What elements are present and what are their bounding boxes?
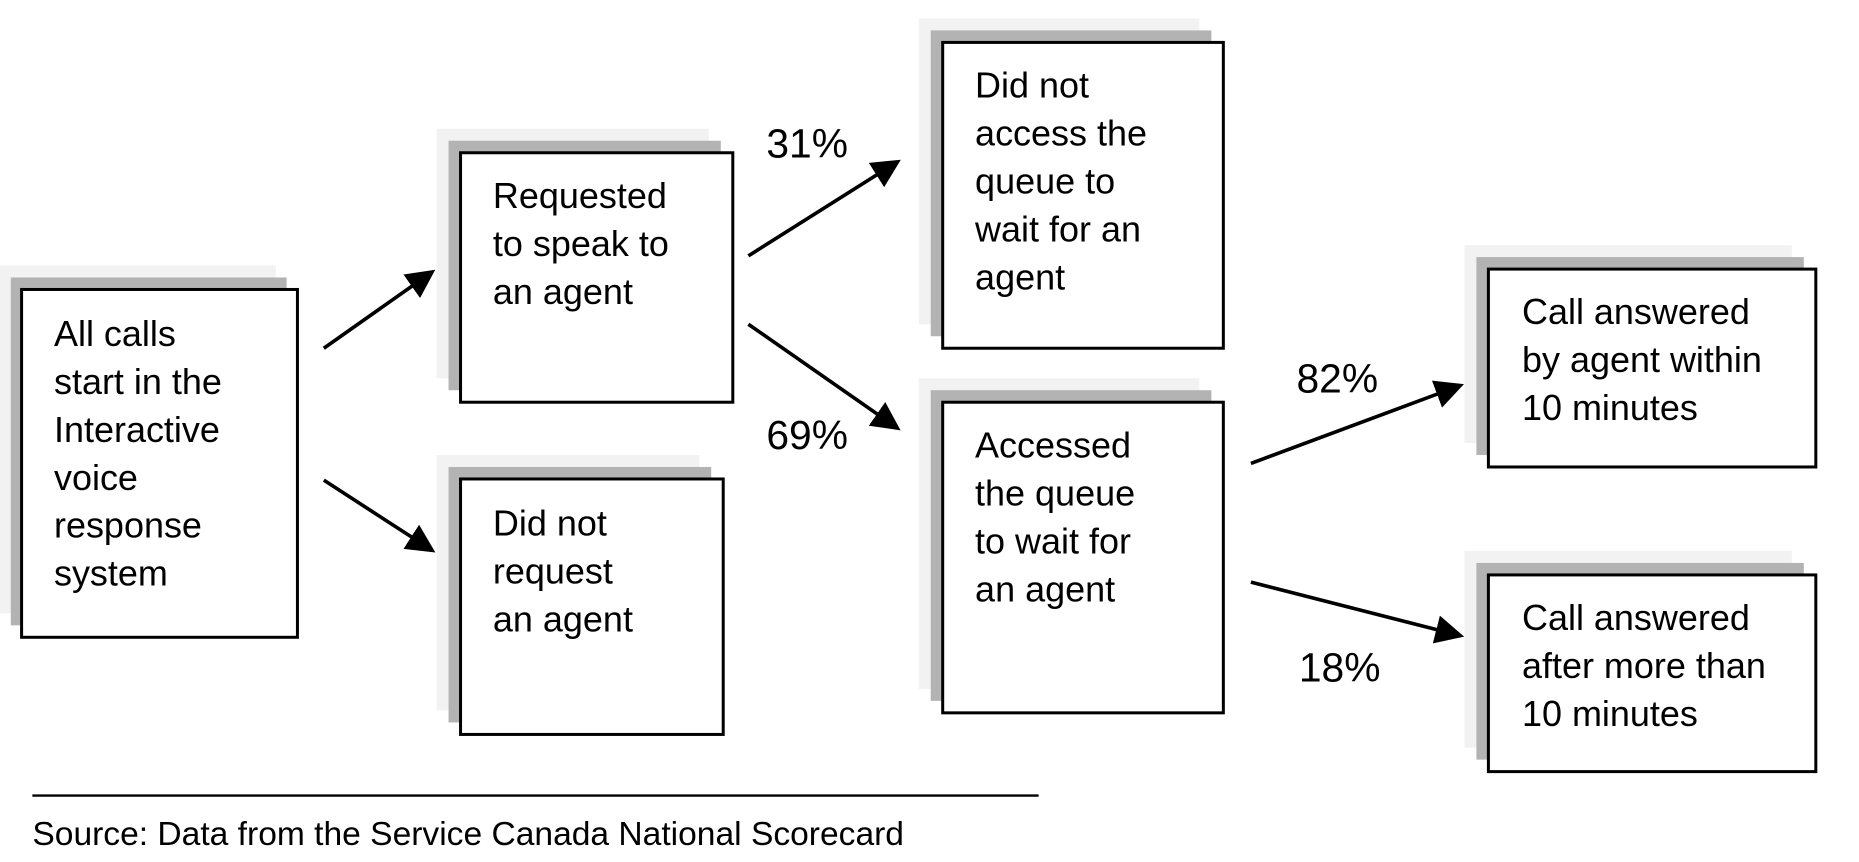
arrow-to-not-requested [322,478,436,553]
arrow-to-accessed [747,322,901,431]
arrow-to-after-10 [1250,580,1465,644]
box-requested-text: Requested to speak to an agent [493,175,679,312]
percent-within-10: 82% [1297,356,1379,402]
box-after-10-text: Call answered after more than 10 minutes [1522,597,1776,734]
percent-not-accessed: 31% [766,121,848,167]
arrow-to-within-10 [1250,380,1464,466]
box-accessed: Accessed the queue to wait for an agent [918,378,1225,715]
box-start: All calls start in the Interactive voice… [0,265,299,639]
percent-after-10: 18% [1299,645,1381,691]
box-start-text: All calls start in the Interactive voice… [54,313,232,594]
arrow-to-not-accessed [747,159,901,258]
box-accessed-text: Accessed the queue to wait for an agent [975,424,1145,609]
source-note: Source: Data from the Service Canada Nat… [32,816,904,853]
box-within-10: Call answered by agent within 10 minutes [1464,245,1818,469]
box-not-requested-text: Did not request an agent [493,502,633,639]
box-within-10-text: Call answered by agent within 10 minutes [1522,291,1772,428]
arrow-to-requested [322,269,436,350]
box-not-accessed: Did not access the queue to wait for an … [918,18,1225,350]
box-after-10: Call answered after more than 10 minutes [1464,550,1818,774]
box-requested: Requested to speak to an agent [436,128,735,404]
percent-accessed: 69% [766,412,848,458]
box-not-accessed-text: Did not access the queue to wait for an … [974,65,1157,298]
box-not-requested: Did not request an agent [436,454,725,736]
